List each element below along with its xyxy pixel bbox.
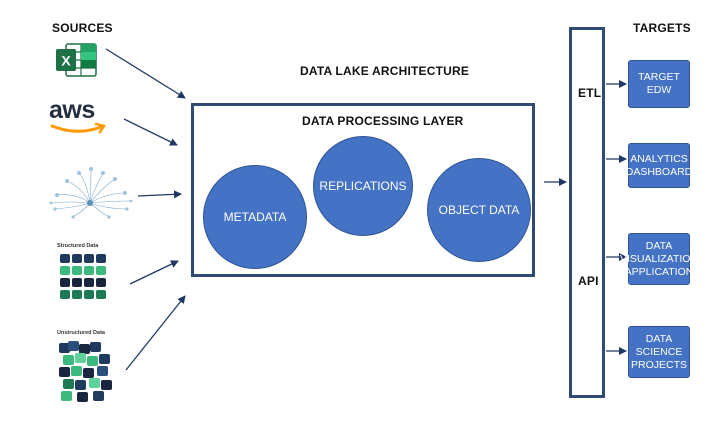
architecture-title: DATA LAKE ARCHITECTURE — [300, 64, 470, 78]
excel-icon: X — [56, 43, 97, 77]
data-visualization-box: DATA VISUALIZATION APPLICATION — [620, 233, 698, 285]
sources-title: SOURCES — [52, 21, 113, 35]
unstructured-data-icon: Unstructured Data — [57, 330, 121, 402]
arrow-unstructured — [125, 295, 186, 371]
arrow-network — [137, 190, 182, 199]
svg-text:X: X — [61, 53, 71, 69]
api-label: API — [578, 274, 599, 288]
metadata-node: METADATA — [203, 165, 307, 269]
structured-data-caption: Structured Data — [57, 243, 99, 249]
aws-logo-text: aws — [49, 96, 95, 124]
analytics-dashboard-box: ANALYTICS DASHBOARD — [626, 143, 692, 188]
data-science-box: DATA SCIENCE PROJECTS — [628, 326, 690, 378]
arrow-excel — [105, 48, 186, 99]
arrow-aws — [123, 118, 178, 146]
arrow-structured — [129, 260, 179, 285]
object-data-node: OBJECT DATA — [427, 158, 531, 262]
processing-layer-box — [191, 103, 535, 277]
structured-data-icon: Structured Data — [57, 243, 113, 307]
target-edw-box: TARGET EDW — [628, 60, 690, 108]
targets-title: TARGETS — [633, 21, 691, 35]
etl-api-bar — [569, 27, 605, 398]
processing-layer-title: DATA PROCESSING LAYER — [302, 114, 464, 128]
replications-node: REPLICATIONS — [313, 136, 413, 236]
network-icon — [49, 167, 133, 219]
unstructured-data-caption: Unstructured Data — [57, 330, 105, 336]
aws-logo: aws — [49, 96, 109, 138]
etl-label: ETL — [578, 86, 602, 100]
aws-smile-icon — [50, 122, 107, 134]
